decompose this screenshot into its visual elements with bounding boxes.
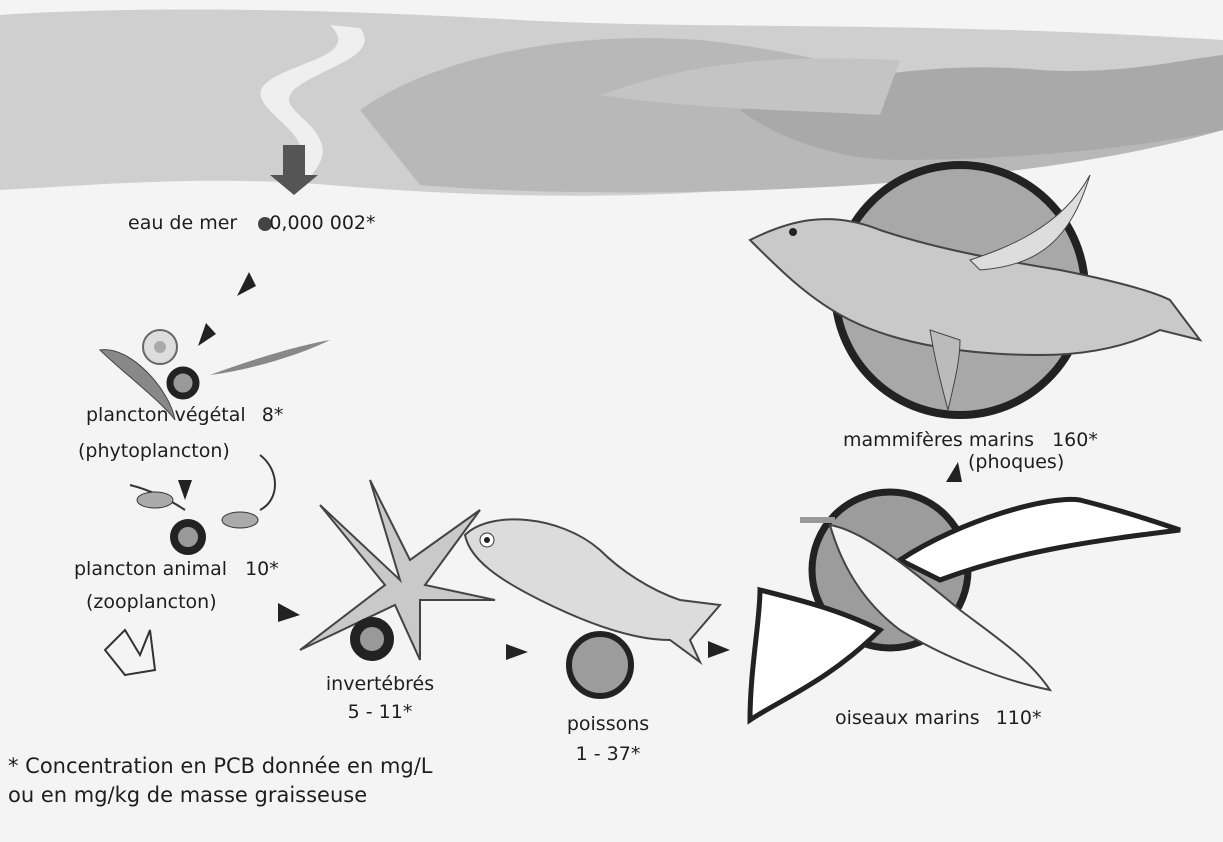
mammals-sublabel: (phoques) bbox=[968, 450, 1064, 474]
phytoplankton-name: plancton végétal bbox=[86, 404, 246, 426]
arrow-icon bbox=[178, 480, 192, 500]
starfish-icon bbox=[300, 480, 495, 660]
arrow-icon bbox=[198, 323, 216, 346]
phytoplankton-label: plancton végétal 8* bbox=[86, 403, 283, 427]
seabirds-value: 110* bbox=[996, 707, 1042, 729]
zooplankton-label: plancton animal 10* bbox=[74, 557, 279, 581]
seawater-name: eau de mer bbox=[128, 212, 237, 234]
seawater-value: 0,000 002* bbox=[269, 212, 375, 234]
mammals-name: mammifères marins bbox=[843, 429, 1034, 451]
phytoplankton-value: 8* bbox=[262, 404, 284, 426]
invertebrates-name: invertébrés bbox=[300, 672, 460, 696]
seabirds-name: oiseaux marins bbox=[835, 707, 980, 729]
fish-name: poissons bbox=[548, 712, 668, 736]
footnote-line-1: * Concentration en PCB donnée en mg/L bbox=[8, 752, 433, 781]
phytoplankton-pcb-ring bbox=[170, 370, 196, 396]
fish-label: poissons 1 - 37* bbox=[548, 712, 668, 766]
phytoplankton-sublabel: (phytoplancton) bbox=[78, 439, 230, 463]
arrow-icon bbox=[708, 641, 730, 658]
fish-pcb-ring bbox=[569, 634, 631, 696]
zooplankton-pcb-ring bbox=[174, 523, 202, 551]
seabirds-label: oiseaux marins 110* bbox=[835, 706, 1041, 730]
arrow-icon bbox=[278, 603, 300, 622]
mammals-value: 160* bbox=[1052, 429, 1098, 451]
landscape bbox=[0, 10, 1223, 196]
mammals-label: mammifères marins 160* bbox=[843, 428, 1098, 452]
fish-value: 1 - 37* bbox=[548, 742, 668, 766]
footnote: * Concentration en PCB donnée en mg/L ou… bbox=[8, 752, 433, 810]
arrow-icon bbox=[946, 462, 962, 482]
zooplankton-value: 10* bbox=[245, 558, 279, 580]
arrow-icon bbox=[237, 272, 256, 296]
seawater-label: eau de mer 0,000 002* bbox=[128, 211, 376, 235]
zooplankton-sublabel: (zooplancton) bbox=[86, 590, 217, 614]
invertebrates-value: 5 - 11* bbox=[300, 700, 460, 724]
seabird-icon bbox=[750, 499, 1180, 720]
invertebrates-pcb-ring bbox=[355, 622, 389, 656]
invertebrates-label: invertébrés 5 - 11* bbox=[300, 672, 460, 724]
zooplankton-name: plancton animal bbox=[74, 558, 227, 580]
footnote-line-2: ou en mg/kg de masse graisseuse bbox=[8, 781, 433, 810]
arrow-icon bbox=[506, 644, 528, 660]
